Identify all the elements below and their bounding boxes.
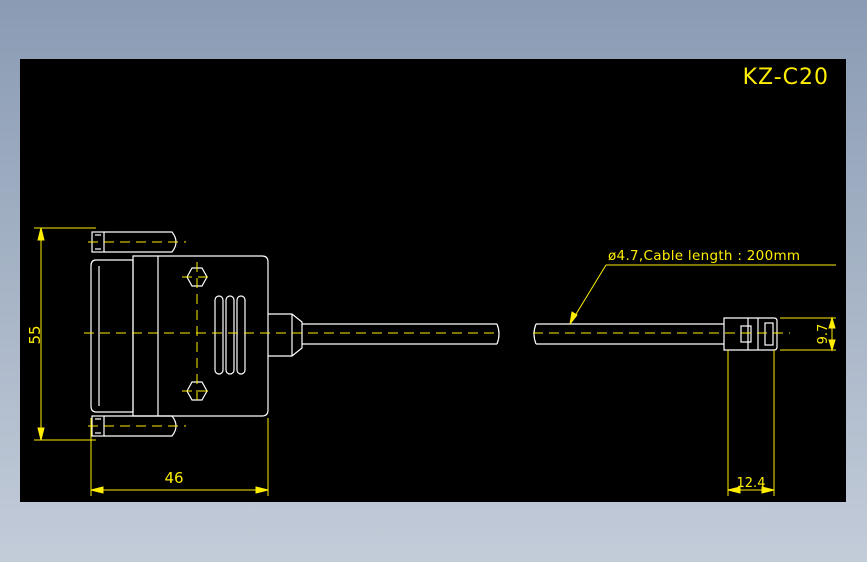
connector-body [90,231,778,437]
connector-hood [132,255,269,417]
plug-height-dimension-label: 9.7 [816,324,831,345]
drawing-canvas: KZ-C20 [20,59,846,502]
dimension-lines [34,227,836,496]
drawing-title: KZ-C20 [743,65,829,90]
connector-flange [90,259,134,413]
arrow-icon [727,486,741,494]
plug-body [723,317,749,351]
cad-drawing: KZ-C20 [26,65,836,496]
vent-slot [214,295,224,375]
arrow-icon [828,339,836,352]
arrow-icon [255,486,269,494]
centerlines [84,241,790,427]
plug-tip [748,317,778,351]
vent-slot [225,295,235,375]
arrow-icon [761,486,775,494]
arrow-icon [90,486,104,494]
plug-length-dimension-label: 12.4 [737,476,766,491]
vent-slot [236,295,246,375]
arrow-icon [828,316,836,329]
cable-note-label: ø4.7,Cable length : 200mm [608,248,800,264]
arrow-icon [569,311,578,325]
height-dimension-label: 55 [26,325,44,344]
arrow-icon [37,227,45,241]
arrow-icon [37,427,45,441]
width-dimension-label: 46 [164,469,183,487]
strain-relief [268,313,303,357]
